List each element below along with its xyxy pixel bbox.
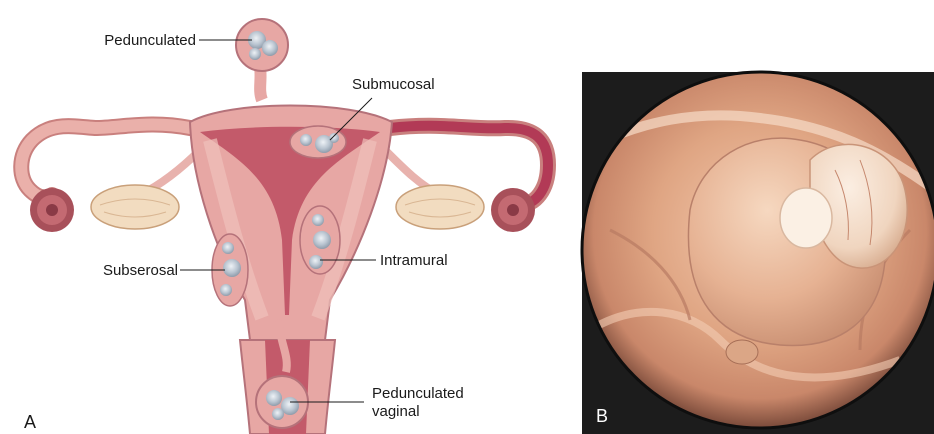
fibroid-submucosal bbox=[290, 126, 346, 158]
panel-letter-a: A bbox=[24, 412, 36, 432]
right-ovary bbox=[396, 185, 484, 229]
right-fimbriae bbox=[491, 188, 535, 232]
panel-letter-b: B bbox=[596, 406, 608, 426]
uterus-illustration bbox=[21, 19, 548, 434]
label-subserosal: Subserosal bbox=[103, 262, 178, 279]
fibroid-pedunculated bbox=[236, 19, 288, 71]
label-pedunculated-vaginal-line1: Pedunculated bbox=[372, 385, 464, 402]
photo-small-nodule bbox=[726, 340, 758, 364]
label-intramural: Intramural bbox=[380, 252, 448, 269]
photo-pale-protrusion bbox=[780, 188, 832, 248]
fibroid-intramural bbox=[300, 206, 340, 274]
label-submucosal: Submucosal bbox=[352, 76, 435, 93]
endoscopic-photo bbox=[582, 72, 934, 434]
label-pedunculated-vaginal-line2: vaginal bbox=[372, 403, 420, 420]
left-ovary bbox=[91, 185, 179, 229]
label-pedunculated: Pedunculated bbox=[104, 32, 196, 49]
left-fimbriae bbox=[30, 188, 74, 232]
